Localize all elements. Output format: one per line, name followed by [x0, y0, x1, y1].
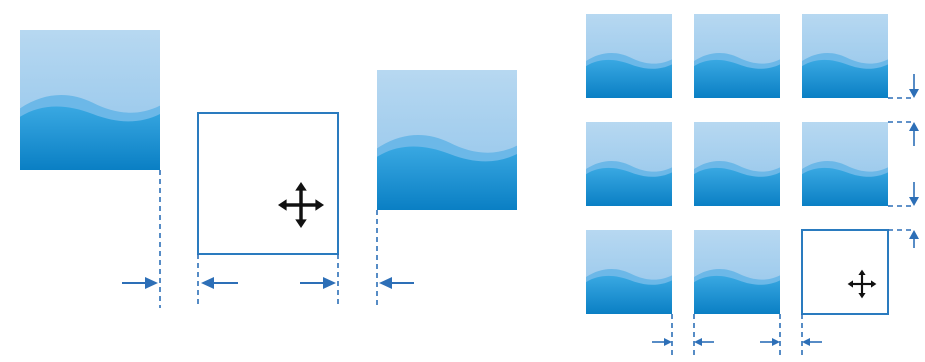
- left-image-tile: [20, 30, 160, 170]
- right-image-tile: [377, 70, 517, 210]
- grid-tile: [802, 14, 888, 98]
- grid-tile: [694, 14, 780, 98]
- right-vertical-guides: [888, 74, 919, 248]
- grid-tile: [694, 230, 780, 314]
- grid-selected-cell[interactable]: [802, 230, 888, 314]
- grid-tile: [586, 122, 672, 206]
- left-panel: [20, 30, 517, 308]
- right-horizontal-guides: [652, 314, 822, 356]
- grid-tile: [802, 122, 888, 206]
- grid-row-1: [586, 14, 888, 98]
- selected-tile[interactable]: [198, 113, 338, 254]
- grid-tile: [586, 14, 672, 98]
- grid-row-2: [586, 122, 888, 206]
- left-spacing-arrows: [122, 277, 414, 289]
- right-panel: [586, 14, 919, 356]
- grid-row-3: [586, 230, 888, 314]
- grid-tile: [586, 230, 672, 314]
- grid-tile: [694, 122, 780, 206]
